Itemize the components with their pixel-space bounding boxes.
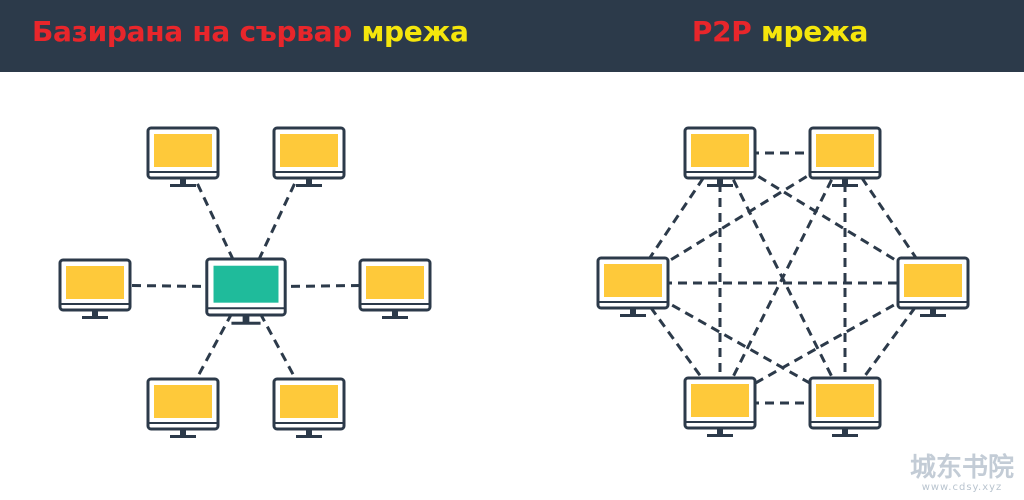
monitor-right-icon-base	[382, 316, 408, 319]
peer-bottom-right-icon	[808, 376, 882, 437]
monitor-bottom-right-icon-stand	[306, 429, 312, 436]
monitor-top-right-icon	[272, 126, 346, 187]
peer-bottom-left-icon	[683, 376, 757, 437]
monitor-top-left-icon	[146, 126, 220, 187]
peer-left-icon-stand	[630, 308, 636, 315]
monitor-left-icon-base	[82, 316, 108, 319]
computer-nodes	[58, 126, 970, 438]
peer-bottom-right-icon-base	[832, 434, 858, 437]
server-based-network-title: Базирана на сървар мрежа	[32, 12, 469, 52]
peer-top-left-icon	[683, 126, 757, 187]
monitor-top-right-icon-base	[296, 184, 322, 187]
watermark-url: www.cdsy.xyz	[921, 482, 1003, 493]
monitor-bottom-left-icon	[146, 377, 220, 438]
peer-top-right-icon	[808, 126, 882, 187]
peer-top-left-icon-base	[707, 184, 733, 187]
peer-bottom-right-icon-stand	[842, 428, 848, 435]
monitor-bottom-left-icon-screen	[154, 385, 212, 418]
monitor-left-icon-screen	[66, 266, 124, 299]
peer-bottom-left-icon-stand	[717, 428, 723, 435]
monitor-bottom-left-icon-base	[170, 435, 196, 438]
monitor-right-icon-screen	[366, 266, 424, 299]
link-peer-top-right-peer-right	[843, 152, 935, 284]
peer-left-icon-screen	[604, 264, 662, 297]
monitor-right-icon	[358, 258, 432, 319]
header-bar: Базирана на сървар мрежа P2P мрежа	[0, 0, 1024, 72]
monitor-server-icon-base	[231, 321, 261, 325]
peer-right-icon	[896, 256, 970, 317]
peer-bottom-left-icon-screen	[691, 384, 749, 417]
peer-right-icon-base	[920, 314, 946, 317]
monitor-bottom-right-icon	[272, 377, 346, 438]
monitor-top-left-icon-screen	[154, 134, 212, 167]
p2p-title-yellow: мрежа	[760, 15, 869, 48]
peer-left-icon	[596, 256, 670, 317]
monitor-server-icon	[205, 257, 287, 325]
link-peer-top-left-peer-left	[631, 152, 722, 284]
peer-top-left-icon-screen	[691, 134, 749, 167]
p2p-title-red: P2P	[691, 15, 752, 48]
monitor-right-icon-stand	[392, 310, 398, 317]
server-based-title-yellow: мрежа	[361, 15, 469, 48]
monitor-left-icon-stand	[92, 310, 98, 317]
monitor-server-icon-stand	[242, 315, 250, 323]
peer-right-icon-screen	[904, 264, 962, 297]
peer-right-icon-stand	[930, 308, 936, 315]
link-peer-top-right-peer-left	[632, 151, 846, 285]
watermark: 城东书院 www.cdsy.xyz	[910, 454, 1014, 494]
peer-bottom-right-icon-screen	[816, 384, 874, 417]
monitor-server-icon-screen	[213, 265, 279, 303]
monitor-top-right-icon-screen	[280, 134, 338, 167]
monitor-top-left-icon-base	[170, 184, 196, 187]
server-based-title-red: Базирана на сървар	[32, 15, 352, 48]
monitor-left-icon	[58, 258, 132, 319]
peer-bottom-left-icon-base	[707, 434, 733, 437]
link-peer-top-right-peer-bottom-left	[718, 152, 847, 404]
monitor-bottom-right-icon-base	[296, 435, 322, 438]
monitor-top-left-icon-stand	[180, 178, 186, 185]
monitor-bottom-right-icon-screen	[280, 385, 338, 418]
monitor-top-right-icon-stand	[306, 178, 312, 185]
p2p-network-title: P2P мрежа	[0, 12, 1024, 52]
peer-top-right-icon-stand	[842, 178, 848, 185]
watermark-text: 城东书院	[909, 453, 1014, 483]
peer-left-icon-base	[620, 314, 646, 317]
link-peer-top-left-peer-right	[719, 151, 934, 285]
monitor-bottom-left-icon-stand	[180, 429, 186, 436]
peer-top-right-icon-base	[832, 184, 858, 187]
peer-top-left-icon-stand	[717, 178, 723, 185]
peer-top-right-icon-screen	[816, 134, 874, 167]
